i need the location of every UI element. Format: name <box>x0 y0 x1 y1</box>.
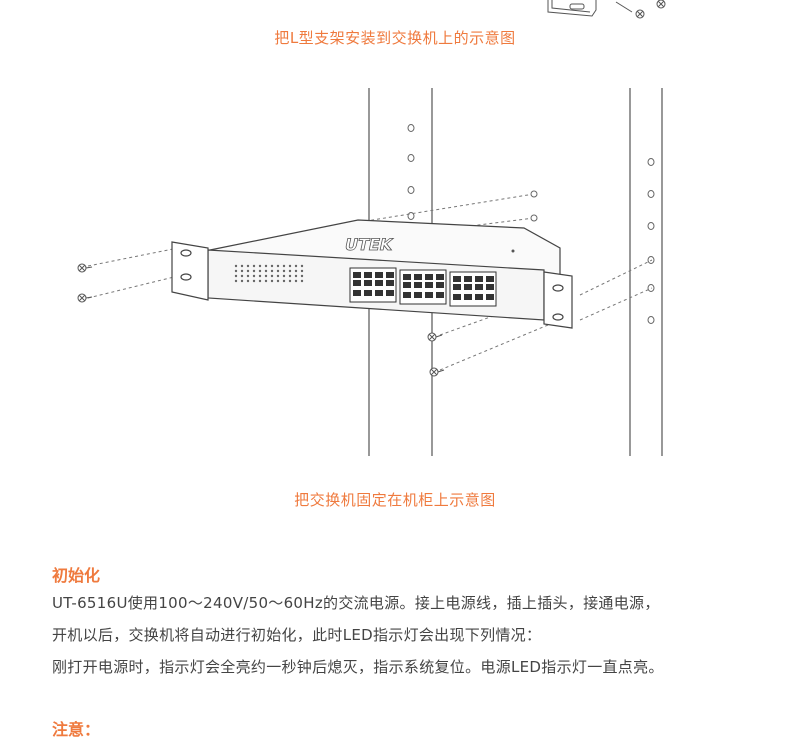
rack-mount-diagram: UTEK <box>77 88 663 456</box>
init-section-title: 初始化 <box>52 566 101 585</box>
brand-logo: UTEK <box>343 235 396 254</box>
init-paragraph-line-3: 刚打开电源时，指示灯会全亮约一秒钟后熄灭，指示系统复位。电源LED指示灯一直点亮… <box>52 658 664 676</box>
init-paragraph-line-2: 开机以后，交换机将自动进行初始化，此时LED指示灯会出现下列情况： <box>52 626 542 644</box>
rack-caption: 把交换机固定在机柜上示意图 <box>294 491 496 509</box>
init-paragraph-line-1: UT-6516U使用100～240V/50～60Hz的交流电源。接上电源线，插上… <box>52 594 660 612</box>
bracket-diagram-fragment <box>547 0 666 19</box>
notice-section-title: 注意： <box>52 720 101 739</box>
bracket-caption: 把L型支架安装到交换机上的示意图 <box>274 29 516 47</box>
